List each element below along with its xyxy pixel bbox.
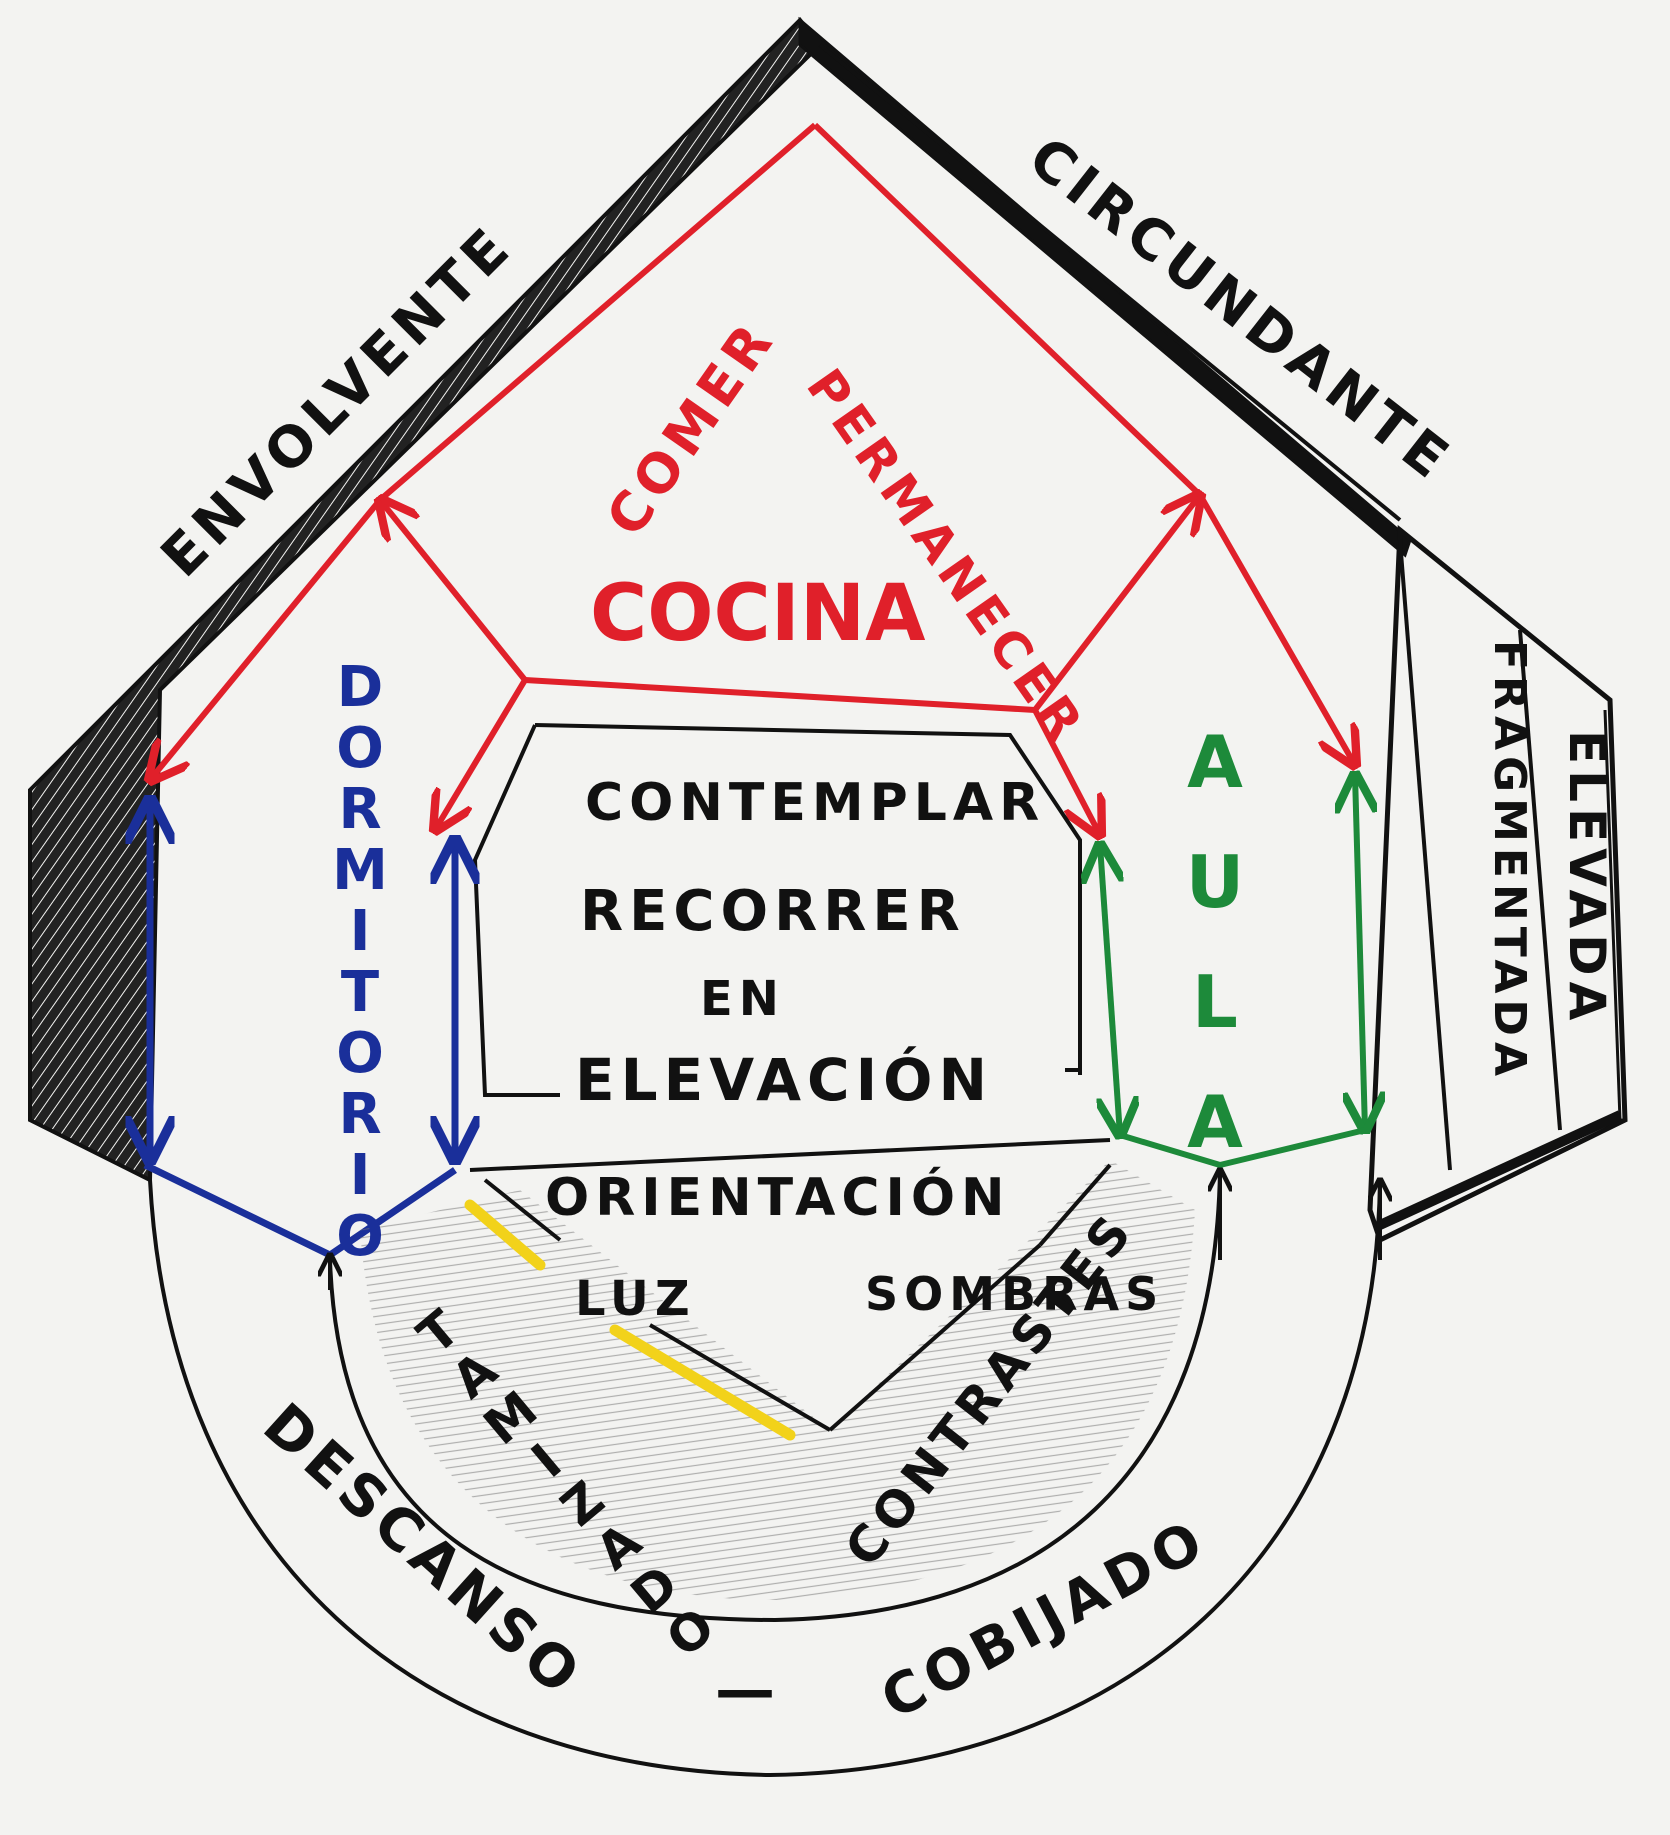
cocina-diagram <box>150 122 1355 835</box>
label-recorrer: RECORRER <box>580 879 966 944</box>
descanso-arcs <box>148 1169 1382 1778</box>
label-fragmentada: FRAGMENTADA <box>1484 640 1535 1082</box>
label-aula: AULA <box>1173 720 1257 1200</box>
red-arrow-5 <box>435 678 528 830</box>
label-dormitorio: DORMITORIO <box>328 655 393 1265</box>
red-arrow-3 <box>150 498 383 780</box>
red-roof-left <box>378 122 817 503</box>
luz-highlights <box>464 1199 796 1441</box>
red-arrow-2 <box>1032 495 1200 712</box>
red-arrow-4 <box>1197 493 1355 765</box>
label-en: EN <box>700 971 785 1027</box>
dormitorio-diagram <box>145 800 455 1259</box>
luz-sombras-lines <box>483 1163 1112 1432</box>
descanso-inner-arc <box>328 1169 1222 1623</box>
descanso-outer-arc <box>148 1179 1382 1778</box>
red-base <box>524 677 1036 713</box>
label-luz: LUZ <box>575 1271 696 1327</box>
label-elevada: ELEVADA <box>1558 730 1616 1026</box>
label-envolvente: ENVOLVENTE <box>149 213 526 590</box>
label-circundante: CIRCUNDANTE <box>1016 125 1464 495</box>
sombras-shading <box>360 1160 1195 1600</box>
label-permanecer: PERMANECER <box>795 359 1097 755</box>
red-roof-right <box>812 122 1203 498</box>
label-sombras: SOMBRAS <box>865 1267 1164 1321</box>
label-cocina: COCINA <box>590 569 925 659</box>
label-dash: — <box>715 1655 775 1725</box>
label-contemplar: CONTEMPLAR <box>585 773 1045 833</box>
label-elevacion: ELEVACIÓN <box>575 1045 993 1114</box>
red-arrow-1 <box>380 500 528 682</box>
red-arrow-6 <box>1032 708 1100 835</box>
label-orientacion: ORIENTACIÓN <box>545 1166 1011 1228</box>
label-comer: COMER <box>594 308 788 547</box>
aula-diagram <box>1100 775 1365 1168</box>
